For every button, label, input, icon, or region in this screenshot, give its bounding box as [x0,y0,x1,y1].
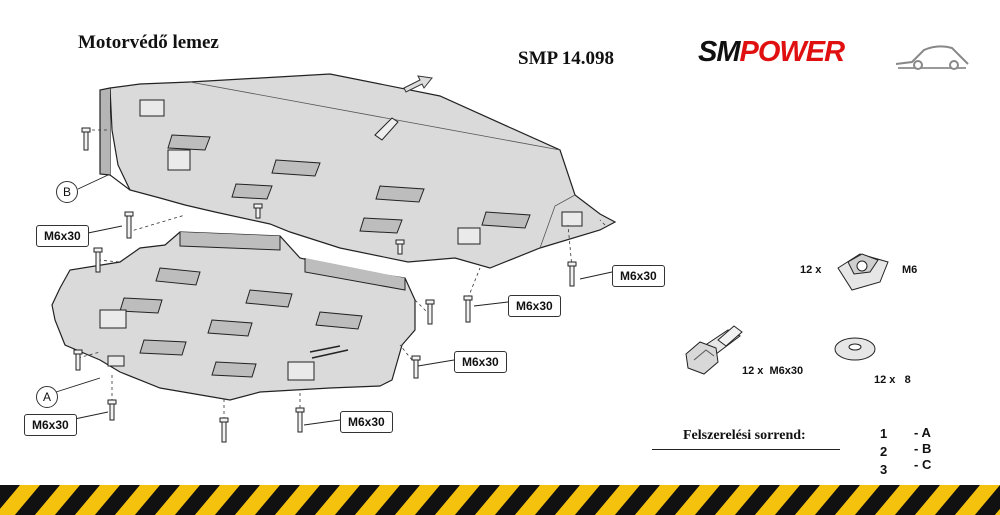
assembly-diagram [51,73,889,443]
sequence-step-part: - C [914,457,932,472]
plate-b [99,73,617,269]
bolt-label-5: M6x30 [24,414,77,436]
sequence-step-part: - B [914,441,932,456]
logo-sm-text: SM [698,36,740,68]
bolt-label-4: M6x30 [454,351,507,373]
forward-arrow-icon [403,75,433,93]
washer-icon [834,337,876,361]
hex-bolt-icon [685,325,743,375]
bolt-label-2: M6x30 [612,265,665,287]
brand-logo: SMPOWER [698,36,969,76]
sequence-step-part: - A [914,425,931,440]
sequence-step: 3 - C [880,457,950,479]
bolt-qty: 12 x M6x30 [742,365,804,377]
sequence-step-number: 1 [880,426,888,441]
car-silhouette-icon [895,45,969,70]
sequence-step-number: 3 [880,462,888,477]
clip-size: M6 [902,264,918,276]
clip-qty: 12 x [800,264,822,276]
washer-qty: 12 x 8 [874,374,911,386]
part-a-marker: A [36,386,58,408]
bolt-set [73,127,577,443]
logo-power-text: POWER [739,36,846,68]
hazard-stripe [0,485,1000,515]
bolt-label-1: M6x30 [36,225,89,247]
page-title: Motorvédő lemez [78,32,219,53]
sequence-step: 1 - A [880,425,950,443]
sequence-list: 1 - A 2 - B 3 - C [880,425,950,479]
plate-a [51,231,416,401]
part-code: SMP 14.098 [518,48,615,69]
leader-lines [55,174,613,426]
sequence-underline [652,449,840,450]
part-b-marker: B [56,181,78,203]
clip-nut-icon [837,253,889,291]
sequence-step: 2 - B [880,441,950,461]
sequence-title: Felszerelési sorrend: [683,428,806,443]
bolt-label-6: M6x30 [340,411,393,433]
sequence-step-number: 2 [880,444,888,459]
bolt-guides [77,129,606,420]
bolt-label-3: M6x30 [508,295,561,317]
